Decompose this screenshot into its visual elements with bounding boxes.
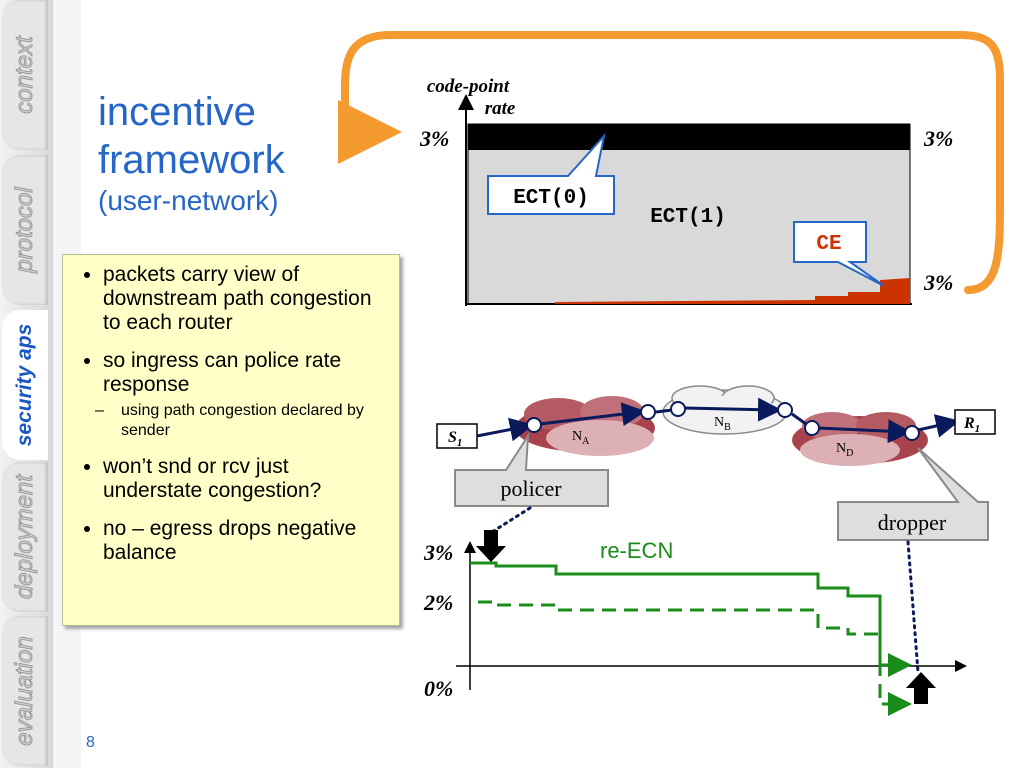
tab-security-aps[interactable]: security aps [2, 310, 48, 460]
page-number: 8 [86, 734, 95, 751]
label-y-0pct: 0% [424, 676, 453, 701]
re-ecn-solid-line [470, 561, 912, 677]
title-line-2: framework [98, 138, 285, 182]
dropper-up-arrow [906, 672, 936, 704]
label-nb: NB [714, 415, 731, 433]
router-nb-in [670, 401, 686, 417]
label-y-3pct: 3% [423, 540, 453, 565]
bullet-item: so ingress can police rate response [103, 349, 391, 397]
bullet-item: no – egress drops negative balance [103, 517, 391, 565]
bullet-item: packets carry view of downstream path co… [103, 263, 391, 335]
label-r1: R1 [963, 415, 980, 435]
router-nd-in [804, 420, 820, 436]
title-line-3: (user-network) [98, 185, 279, 216]
ect0-callout [487, 132, 615, 215]
tab-protocol[interactable]: protocol [2, 155, 48, 305]
policer-down-arrow [476, 530, 506, 562]
ce-callout [793, 221, 885, 287]
label-ce: CE [816, 233, 841, 256]
label-y-2pct: 2% [423, 590, 453, 615]
label-re-ecn: re-ECN [600, 538, 673, 563]
bullet-item: won’t snd or rcv just understate congest… [103, 455, 391, 503]
dropper-callout [837, 447, 989, 541]
bullet-list: packets carry view of downstream path co… [63, 255, 399, 565]
label-nd: ND [836, 441, 853, 459]
label-dropper: dropper [878, 510, 947, 535]
ce-area [555, 278, 910, 304]
label-s1: S1 [448, 429, 462, 449]
label-ect1: ECT(1) [650, 206, 726, 229]
slide-title: incentive framework (user-network) [98, 88, 285, 218]
bullet-subitem: using path congestion declared by sender [95, 401, 391, 441]
label-ect0: ECT(0) [513, 187, 589, 210]
label-left-3pct: 3% [419, 126, 449, 151]
ect0-band [468, 124, 910, 150]
label-rate: rate [485, 98, 516, 119]
label-right-top-3pct: 3% [923, 126, 953, 151]
cloud-nb [662, 385, 788, 435]
re-ecn-dashed-line [478, 600, 912, 716]
host-s1 [436, 423, 478, 449]
label-na: NA [572, 429, 590, 447]
router-nd-out [904, 425, 920, 441]
bullet-box: packets carry view of downstream path co… [62, 254, 400, 626]
label-right-bottom-3pct: 3% [923, 270, 953, 295]
host-r1 [954, 409, 996, 435]
tab-deployment[interactable]: deployment [2, 462, 48, 612]
router-na-in [526, 417, 542, 433]
feedback-loop-arrow [337, 31, 1004, 294]
label-code-point: code-point [427, 76, 510, 97]
router-nb-out [777, 402, 793, 418]
tab-context[interactable]: context [2, 0, 48, 150]
title-line-1: incentive [98, 90, 256, 134]
router-na-out [640, 404, 656, 420]
policer-callout [454, 432, 609, 507]
sidebar: context protocol security aps deployment… [0, 0, 52, 768]
label-policer: policer [500, 476, 562, 501]
cloud-na [515, 396, 655, 456]
tab-evaluation[interactable]: evaluation [2, 616, 48, 766]
